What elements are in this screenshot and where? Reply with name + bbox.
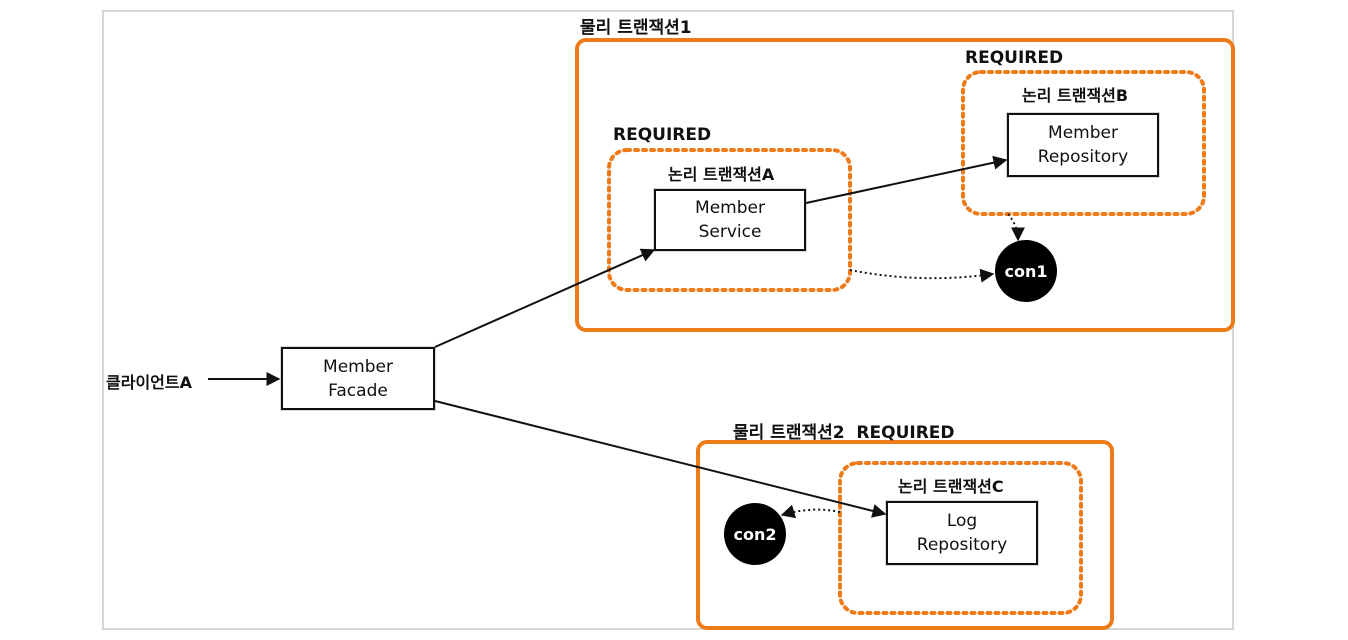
dotted-arrow-logical-a-to-con1 bbox=[849, 268, 995, 283]
dotted-arrow-logical-c-to-con2 bbox=[780, 504, 841, 519]
log-repository-line-2: Repository bbox=[916, 535, 1008, 555]
member-repository-box: Member Repository bbox=[1007, 113, 1159, 177]
member-facade-box: Member Facade bbox=[281, 347, 435, 410]
member-facade-line-2: Facade bbox=[328, 380, 388, 401]
physical-transaction-1-title: 물리 트랜잭션1 bbox=[580, 18, 692, 38]
member-repository-line-2: Repository bbox=[1037, 147, 1129, 167]
member-service-line-1: Member bbox=[695, 198, 765, 218]
arrow-facade-to-service bbox=[434, 248, 656, 348]
logical-transaction-a-border bbox=[607, 148, 852, 292]
physical-transaction-2-border bbox=[696, 440, 1114, 630]
log-repository-box: Log Repository bbox=[886, 501, 1038, 565]
member-repository-line-1: Member bbox=[1048, 123, 1118, 143]
logical-transaction-a-title: 논리 트랜잭션A bbox=[668, 165, 775, 184]
log-repository-line-1: Log bbox=[946, 511, 978, 531]
member-facade-line-1: Member bbox=[323, 356, 393, 377]
physical-transaction-1-border bbox=[575, 38, 1235, 332]
logical-transaction-b-title: 논리 트랜잭션B bbox=[1022, 86, 1129, 105]
logical-transaction-c-title: 논리 트랜잭션C bbox=[898, 477, 1004, 496]
member-service-box: Member Service bbox=[654, 189, 806, 251]
logical-transaction-b-propagation: REQUIRED bbox=[965, 48, 1064, 68]
connection-con2: con2 bbox=[724, 503, 786, 565]
logical-transaction-c-border bbox=[838, 461, 1083, 615]
connection-con1: con1 bbox=[995, 240, 1057, 302]
logical-transaction-a-propagation: REQUIRED bbox=[613, 125, 712, 145]
member-service-line-2: Service bbox=[698, 222, 762, 242]
arrow-service-to-repository bbox=[805, 155, 1008, 204]
arrow-facade-to-log-repository bbox=[434, 400, 887, 518]
client-label: 클라이언트A bbox=[106, 373, 192, 392]
logical-transaction-b-border bbox=[961, 70, 1206, 216]
physical-transaction-2-title: 물리 트랜잭션2 REQUIRED bbox=[733, 423, 955, 443]
dotted-arrow-logical-b-to-con1 bbox=[1007, 213, 1025, 242]
